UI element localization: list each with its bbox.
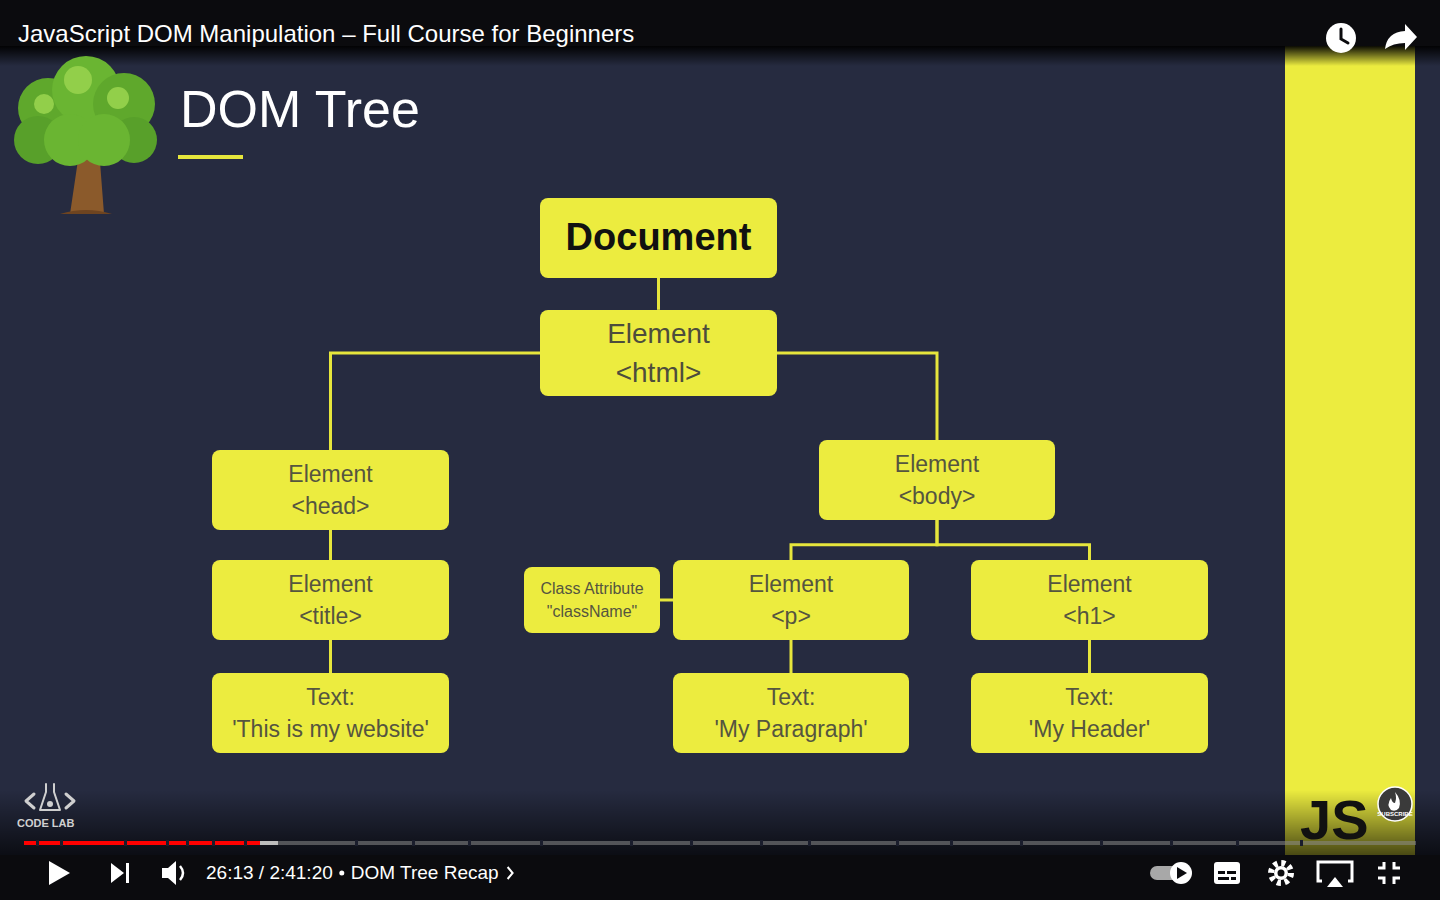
tree-connector	[937, 520, 1090, 560]
airplay-icon	[1318, 862, 1352, 887]
node-value: <p>	[771, 600, 811, 632]
share-icon	[1385, 24, 1417, 50]
flask-bubble	[47, 801, 53, 807]
node-heading: Element	[895, 448, 979, 480]
node-heading: Element	[607, 314, 710, 353]
volume-icon	[162, 861, 183, 885]
tree-highlight	[34, 94, 54, 114]
tree-leaves	[78, 114, 130, 166]
attribute-box: Class Attribute"className"	[524, 567, 660, 633]
subscribe-icon	[1378, 787, 1412, 821]
video-title: JavaScript DOM Manipulation – Full Cours…	[18, 20, 634, 49]
element-box: Element<head>	[212, 450, 449, 530]
tree-connector	[777, 353, 937, 440]
code-lab-logo	[26, 784, 74, 810]
subtitles-icon	[1214, 862, 1240, 884]
node-value: 'My Paragraph'	[714, 713, 867, 745]
autoplay-toggle	[1150, 862, 1192, 884]
tree-connector	[1088, 640, 1091, 673]
node-heading: Text:	[306, 681, 355, 713]
logo-text: JS	[1300, 786, 1369, 853]
node-heading: Document	[566, 211, 752, 264]
yellow-band	[1285, 45, 1415, 857]
clock-hands	[1341, 29, 1348, 43]
logo-text: CODE LAB	[17, 817, 74, 830]
time-display: 26:13 / 2:41:20	[206, 862, 333, 885]
bottom-shade	[0, 790, 1440, 856]
tree-connector	[791, 520, 937, 560]
bracket-right	[66, 794, 74, 808]
text-node-box: Text:'My Header'	[971, 673, 1208, 753]
subscribe-circle	[1378, 787, 1412, 821]
chapter-gaps	[36, 840, 1303, 846]
slide-title: DOM Tree	[180, 78, 420, 140]
exit-fullscreen-icon	[1378, 862, 1400, 884]
tree-connector	[331, 353, 541, 450]
tree-highlight	[64, 66, 92, 94]
node-heading: Text:	[1065, 681, 1114, 713]
bracket-left	[26, 794, 34, 808]
node-heading: Class Attribute	[540, 577, 643, 600]
node-heading: Element	[288, 568, 372, 600]
node-value: <title>	[299, 600, 362, 632]
tree-illustration	[14, 56, 157, 214]
element-box: Element<h1>	[971, 560, 1208, 640]
text-node-box: Text:'My Paragraph'	[673, 673, 909, 753]
control-bar	[0, 855, 1440, 900]
node-value: 'My Header'	[1029, 713, 1150, 745]
next-icon	[111, 863, 129, 883]
settings-icon	[1271, 863, 1291, 883]
text-node-box: Text:'This is my website'	[212, 673, 449, 753]
separator-dot	[339, 871, 344, 876]
element-box: Element<p>	[673, 560, 909, 640]
node-value: <body>	[899, 480, 976, 512]
tree-connector	[329, 530, 332, 560]
chapter-chevron	[508, 867, 513, 879]
node-value: "className"	[547, 600, 638, 623]
top-shade	[0, 46, 1440, 66]
tree-connector	[329, 640, 332, 673]
clock-face	[1326, 23, 1356, 53]
node-value: <h1>	[1063, 600, 1115, 632]
node-value: 'This is my website'	[232, 713, 429, 745]
node-value: <html>	[616, 353, 702, 392]
progress-track	[24, 841, 1416, 845]
progress-bar	[24, 840, 1416, 846]
node-heading: Element	[749, 568, 833, 600]
tree-roots	[60, 210, 112, 214]
title-underline	[178, 155, 243, 159]
chapter-title: DOM Tree Recap	[351, 862, 499, 885]
flame-icon	[1389, 792, 1400, 811]
play-icon	[49, 861, 70, 885]
subscribe-text: SUBSCRIBE	[1377, 811, 1412, 818]
flask-icon	[40, 784, 60, 810]
tree-connector	[660, 599, 673, 602]
element-box: Element<body>	[819, 440, 1055, 520]
played-bar	[24, 841, 260, 845]
node-value: <head>	[291, 490, 369, 522]
watch-later-icon	[1326, 23, 1356, 53]
node-heading: Element	[1047, 568, 1131, 600]
node-heading: Text:	[767, 681, 816, 713]
tree-connector	[790, 640, 793, 673]
element-box: Element<html>	[540, 310, 777, 396]
element-box: Element<title>	[212, 560, 449, 640]
tree-highlight	[107, 87, 129, 109]
node-heading: Element	[288, 458, 372, 490]
buffered-bar	[260, 841, 278, 845]
root-box: Document	[540, 198, 777, 278]
tree-connector	[657, 278, 660, 310]
